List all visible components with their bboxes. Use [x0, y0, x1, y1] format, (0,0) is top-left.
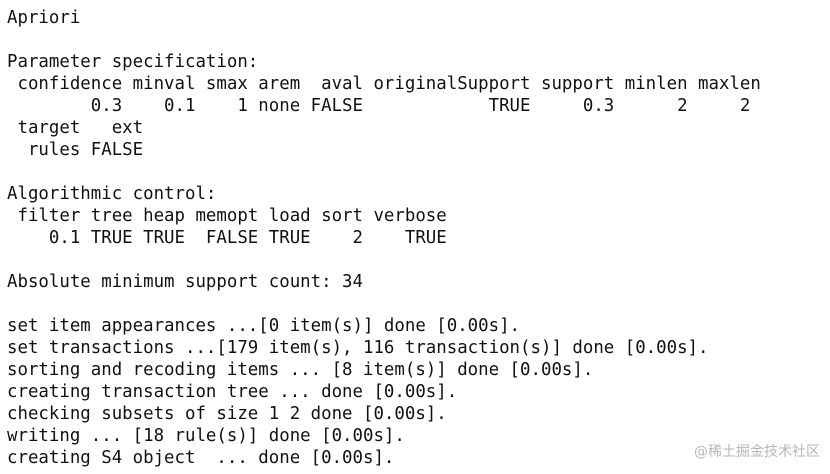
- console-line-control-heading: Algorithmic control:: [7, 184, 217, 204]
- console-line-blank: [7, 249, 830, 271]
- console-line-blank: [7, 161, 830, 183]
- console-output[interactable]: Apriori Parameter specification: confide…: [7, 7, 830, 473]
- console-line-log: set transactions ...[179 item(s), 116 tr…: [7, 338, 709, 358]
- console-line-blank: [7, 29, 830, 51]
- console-line-control-values: 0.1 TRUE TRUE FALSE TRUE 2 TRUE: [7, 228, 447, 248]
- console-line-parameter-heading: Parameter specification:: [7, 52, 259, 72]
- console-line-log: creating S4 object ... done [0.00s].: [7, 448, 395, 468]
- console-line-log: set item appearances ...[0 item(s)] done…: [7, 316, 521, 336]
- console-line-log: sorting and recoding items ... [8 item(s…: [7, 360, 594, 380]
- console-line-algorithm: Apriori: [7, 8, 81, 28]
- console-line-parameter-header: confidence minval smax arem aval origina…: [7, 74, 761, 94]
- console-line-blank: [7, 293, 830, 315]
- console-line-target-header: target ext: [7, 118, 144, 138]
- console-line-target-values: rules FALSE: [7, 140, 144, 160]
- watermark: @稀土掘金技术社区: [694, 444, 820, 460]
- console-line-log: checking subsets of size 1 2 done [0.00s…: [7, 404, 447, 424]
- console-line-parameter-values: 0.3 0.1 1 none FALSE TRUE 0.3 2 2: [7, 96, 751, 116]
- console-line-support-count: Absolute minimum support count: 34: [7, 272, 363, 292]
- console-line-log: writing ... [18 rule(s)] done [0.00s].: [7, 426, 405, 446]
- console-line-log: creating transaction tree ... done [0.00…: [7, 382, 458, 402]
- console-line-control-header: filter tree heap memopt load sort verbos…: [7, 206, 447, 226]
